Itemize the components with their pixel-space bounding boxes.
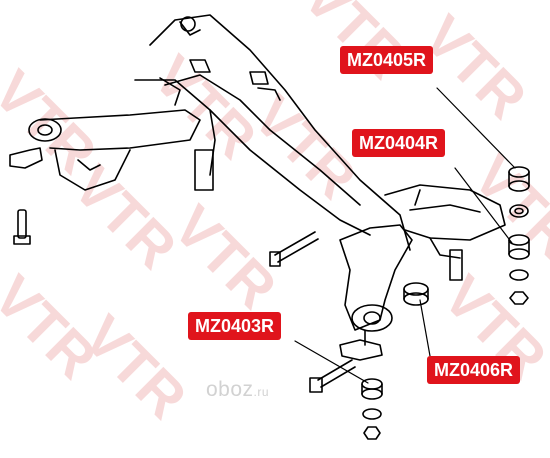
site-watermark: oboz.ru <box>206 378 269 402</box>
watermark-brand-6: VTR <box>241 83 369 211</box>
lower-arm <box>339 224 413 361</box>
watermark-brand-4: VTR <box>141 43 269 171</box>
bolts <box>13 209 356 393</box>
site-watermark-name: oboz <box>206 378 254 401</box>
left-arm <box>9 109 201 191</box>
leader-lines <box>294 87 516 384</box>
watermark-brand-11: VTR <box>461 143 550 271</box>
watermark-brand-3: VTR <box>61 153 189 281</box>
bushing-mz0406r <box>403 282 429 306</box>
callout-mz0406r: MZ0406R <box>427 356 521 384</box>
right-crossmember <box>384 184 506 281</box>
center-beam <box>134 14 411 251</box>
site-watermark-domain: .ru <box>253 385 270 399</box>
callout-mz0403r: MZ0403R <box>188 312 282 340</box>
callout-mz0405r: MZ0405R <box>340 46 434 74</box>
callout-mz0404r: MZ0404R <box>352 129 446 157</box>
bushing-stack-lower <box>361 378 383 440</box>
watermark-brand-8: VTR <box>71 303 199 431</box>
